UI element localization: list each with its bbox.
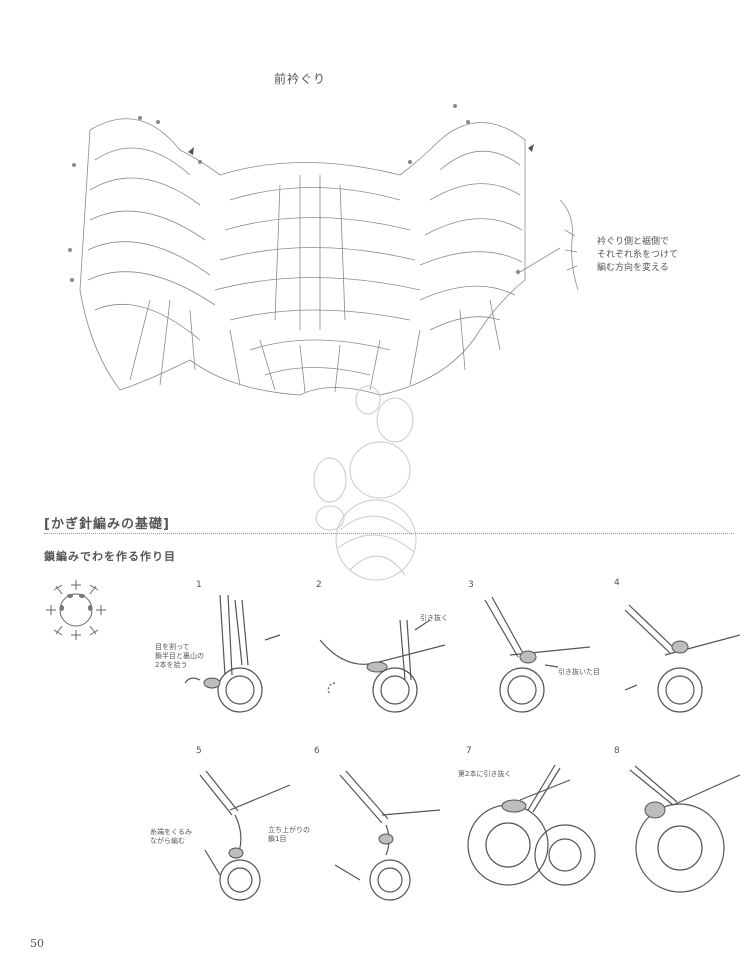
step-5-illustration (199, 770, 291, 901)
step-3-illustration (484, 596, 591, 713)
step-number-8: 8 (614, 746, 620, 756)
subsection-title: 鎖編みでわを作る作り目 (44, 550, 176, 563)
chain-ring-symbol (46, 580, 106, 640)
step-6-illustration (334, 770, 441, 901)
step-7-label: 第2本に引き抜く (458, 770, 512, 778)
section-title: [かぎ針編みの基礎] (44, 517, 170, 532)
step-3-label: 引き抜いた目 (558, 668, 600, 676)
step-2-illustration (319, 619, 446, 713)
step-number-7: 7 (466, 746, 472, 756)
step-5-label-a: 糸端をくるみ ながら編む (150, 828, 192, 845)
step-number-4: 4 (614, 578, 620, 588)
step-number-6: 6 (314, 746, 320, 756)
step-number-5: 5 (196, 746, 202, 756)
step-7-illustration (467, 764, 596, 886)
step-number-2: 2 (316, 580, 322, 590)
step-number-3: 3 (468, 580, 474, 590)
step-4-illustration (624, 604, 741, 713)
crochet-chart (68, 104, 579, 581)
step-8-illustration (629, 765, 741, 893)
step-1-illustration (184, 594, 281, 713)
page-number: 50 (30, 937, 44, 950)
step-5-label-b: 立ち上がりの 鎖1目 (268, 826, 310, 843)
step-1-label: 目を割って 鎖半目と裏山の 2本を拾う (155, 643, 204, 669)
step-number-1: 1 (196, 580, 202, 590)
section-divider (44, 533, 734, 534)
annotation-note: 衿ぐり側と裾側で それぞれ糸をつけて 編む方向を変える (597, 237, 679, 273)
diagram-title: 前衿ぐり (274, 72, 327, 86)
step-2-label: 引き抜く (420, 614, 448, 622)
